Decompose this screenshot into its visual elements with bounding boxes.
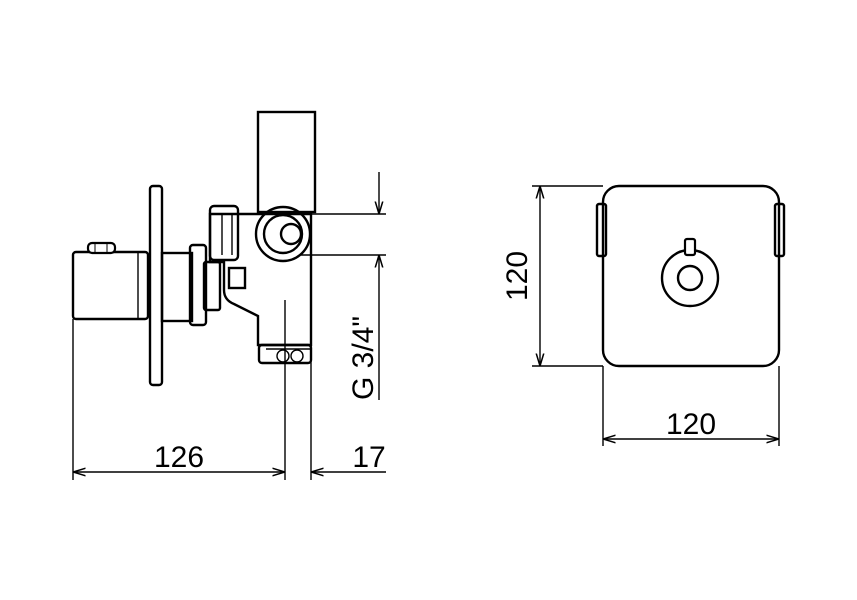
side-handle-nub bbox=[86, 241, 117, 255]
side-inlet-inner bbox=[279, 222, 303, 246]
side-inlet-mid bbox=[262, 213, 304, 255]
side-vertical-pipe bbox=[256, 110, 317, 214]
dim-label-126: 126 bbox=[154, 441, 204, 474]
dim-label-front-width: 120 bbox=[666, 408, 716, 441]
front-clip-left bbox=[595, 202, 608, 258]
dim-label-17: 17 bbox=[352, 441, 385, 474]
side-handle bbox=[71, 250, 150, 321]
side-wall-plate bbox=[148, 184, 164, 387]
dim-label-thread: G 3/4" bbox=[347, 316, 380, 400]
side-inlet-outer bbox=[254, 205, 312, 263]
side-body-flange bbox=[208, 204, 240, 262]
side-valve-body bbox=[208, 212, 313, 347]
side-view: 126 17 G 3/4" bbox=[71, 110, 386, 480]
front-handle bbox=[660, 248, 720, 308]
front-plate bbox=[601, 184, 781, 368]
side-tab bbox=[227, 266, 247, 290]
side-spindle bbox=[160, 251, 194, 323]
front-handle-center bbox=[676, 264, 704, 292]
dim-label-front-height: 120 bbox=[501, 251, 534, 301]
front-view: 120 120 bbox=[501, 184, 786, 446]
front-handle-indicator bbox=[683, 237, 697, 257]
side-bonnet bbox=[188, 243, 208, 327]
